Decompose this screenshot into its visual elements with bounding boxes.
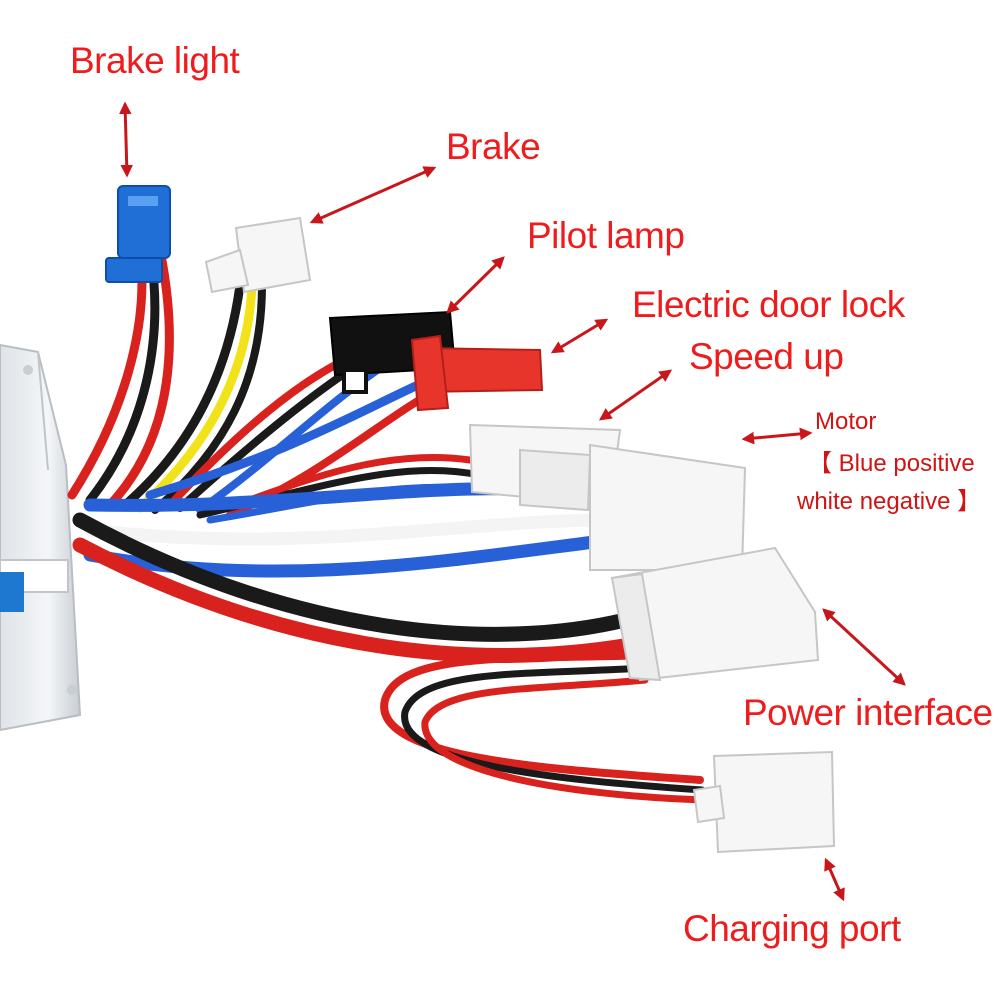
blue-connector-icon — [105, 185, 171, 283]
label-pilot-lamp: Pilot lamp — [527, 215, 685, 256]
double-headed-arrow-icon — [309, 166, 437, 224]
double-headed-arrow-icon — [118, 101, 134, 178]
label-brake-light: Brake light — [70, 40, 240, 81]
white-connector-icon — [468, 423, 747, 571]
label-power-interface: Power interface — [743, 692, 993, 733]
double-headed-arrow-icon — [822, 608, 906, 686]
label-motor: Motor — [815, 408, 877, 435]
double-headed-arrow-icon — [598, 369, 673, 421]
label-motor-polarity-line2: white negative 】 — [797, 488, 982, 515]
controller-box — [0, 343, 86, 732]
label-brake: Brake — [446, 126, 541, 167]
double-headed-arrow-icon — [741, 427, 813, 445]
white-connector-icon — [692, 750, 836, 854]
white-connector-icon — [204, 216, 312, 294]
white-connector-icon — [610, 546, 820, 682]
label-motor-polarity-line1: 【 Blue positive — [808, 450, 975, 477]
label-electric-door-lock: Electric door lock — [632, 284, 905, 325]
double-headed-arrow-icon — [550, 318, 609, 354]
double-headed-arrow-icon — [446, 256, 505, 314]
double-headed-arrow-icon — [824, 857, 845, 902]
label-charging-port: Charging port — [683, 908, 901, 949]
wire-bundle — [67, 245, 708, 804]
label-speed-up: Speed up — [689, 336, 844, 377]
red-connector-icon — [410, 334, 544, 412]
